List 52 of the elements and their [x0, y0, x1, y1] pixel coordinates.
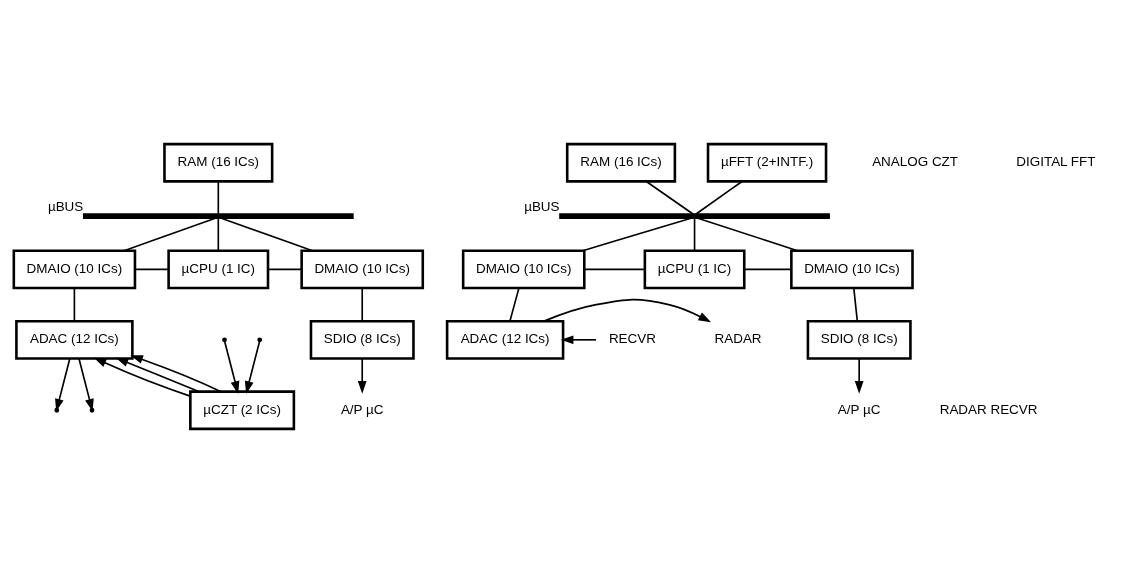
connector: [267, 268, 303, 270]
node-box: µCZT (2 ICs): [189, 389, 296, 430]
connector: [583, 268, 646, 270]
node-box: ADAC (12 ICs): [15, 319, 134, 360]
arrow: [130, 354, 222, 392]
arrow: [854, 357, 864, 394]
label: DIGITAL FFT: [1016, 153, 1096, 169]
arrow: [357, 357, 367, 394]
arrow: [560, 334, 597, 344]
connector: [645, 180, 695, 215]
connector: [509, 287, 520, 322]
connector: [217, 216, 220, 251]
node-box: DMAIO (10 ICs): [461, 249, 586, 289]
node-box: SDIO (8 ICs): [309, 319, 415, 360]
connector: [694, 180, 743, 215]
connector: [123, 216, 218, 251]
node-box: DMAIO (10 ICs): [12, 249, 137, 289]
node-box: µCPU (1 IC): [643, 249, 746, 289]
node-text: RADAR: [714, 330, 762, 346]
label: RADAR RECVR: [939, 401, 1038, 417]
label: ANALOG CZT: [872, 153, 959, 169]
connector: [743, 268, 792, 270]
node-box: µFFT (2+INTF.): [706, 142, 828, 183]
node-box: RAM (16 ICs): [163, 142, 274, 183]
connector: [581, 216, 694, 251]
arrow: [115, 357, 200, 392]
node-bar: [559, 212, 830, 219]
connector: [361, 287, 364, 322]
node-box: µCPU (1 IC): [167, 249, 270, 289]
node-label: µBUS: [524, 198, 560, 214]
arrow: [244, 339, 261, 394]
connector: [73, 287, 76, 322]
arrow: [223, 339, 240, 394]
arrow: [543, 298, 712, 322]
connector: [693, 216, 696, 251]
node-box: DMAIO (10 ICs): [790, 249, 914, 289]
node-text: A/P µC: [837, 401, 881, 417]
node-box: DMAIO (10 ICs): [300, 249, 425, 289]
connector: [217, 180, 220, 215]
arrow: [55, 357, 71, 412]
arrow: [93, 357, 191, 397]
connector: [853, 287, 859, 322]
node-text: RECVR: [608, 330, 656, 346]
node-box: ADAC (12 ICs): [445, 319, 565, 360]
node-label: µBUS: [47, 198, 84, 214]
node-text: A/P µC: [340, 401, 384, 417]
node-bar: [82, 212, 354, 219]
node-box: RAM (16 ICs): [565, 142, 677, 183]
connector: [219, 216, 314, 251]
connector: [134, 268, 170, 270]
node-box: SDIO (8 ICs): [806, 319, 912, 360]
connector: [695, 216, 799, 251]
